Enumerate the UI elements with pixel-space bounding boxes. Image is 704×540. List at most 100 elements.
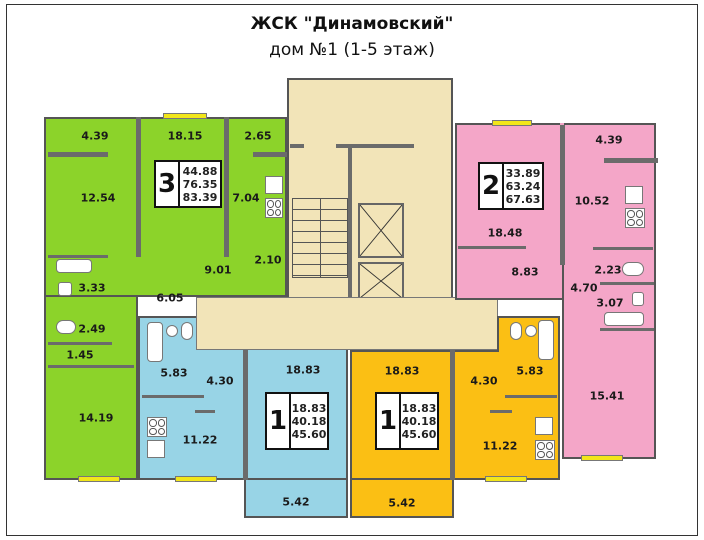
room-area-label: 11.22 bbox=[182, 433, 218, 447]
total-area: 63.24 bbox=[505, 179, 541, 193]
window bbox=[163, 113, 207, 119]
toilet-icon bbox=[510, 322, 522, 340]
living-area: 18.83 bbox=[291, 401, 327, 415]
rooms-count: 1 bbox=[377, 394, 401, 448]
wall bbox=[48, 365, 134, 368]
stove-icon bbox=[147, 417, 167, 437]
wall bbox=[48, 152, 108, 157]
wall bbox=[243, 350, 248, 480]
room-area-label: 10.52 bbox=[574, 194, 610, 208]
toilet-icon bbox=[56, 320, 76, 334]
room-area-label: 2.49 bbox=[78, 322, 106, 336]
stove-icon bbox=[265, 198, 283, 218]
living-area: 44.88 bbox=[182, 164, 218, 178]
wall bbox=[560, 125, 565, 265]
stairwell-wall bbox=[290, 144, 304, 148]
rooms-count: 2 bbox=[480, 164, 504, 208]
room-area-label: 4.39 bbox=[595, 133, 623, 147]
bathtub-icon bbox=[147, 322, 163, 362]
rooms-count: 1 bbox=[267, 394, 291, 448]
plan-title: ЖСК "Динамовский" bbox=[250, 14, 454, 34]
room-area-label: 18.83 bbox=[285, 363, 321, 377]
apartment-1-right-summary: 1 18.83 40.18 45.60 bbox=[375, 392, 439, 450]
bathtub-icon bbox=[56, 259, 92, 273]
room-area-label: 1.45 bbox=[66, 348, 94, 362]
window bbox=[78, 476, 120, 482]
sink-icon bbox=[625, 186, 643, 204]
wall bbox=[48, 255, 108, 258]
wall bbox=[253, 152, 287, 157]
window bbox=[175, 476, 217, 482]
room-area-label: 4.30 bbox=[206, 374, 234, 388]
room-area-label: 18.83 bbox=[384, 364, 420, 378]
window bbox=[492, 120, 532, 126]
stove-icon bbox=[625, 208, 645, 228]
area-with-balcony: 67.63 bbox=[505, 192, 541, 206]
total-area: 40.18 bbox=[291, 414, 327, 428]
wall bbox=[450, 350, 455, 480]
elevator-small-icon bbox=[358, 262, 404, 300]
bathtub-icon bbox=[538, 320, 554, 360]
room-area-label: 4.30 bbox=[470, 374, 498, 388]
room-area-label: 18.15 bbox=[167, 129, 203, 143]
toilet-icon bbox=[181, 322, 193, 340]
room-area-label: 4.39 bbox=[81, 129, 109, 143]
apartment-1-left-summary: 1 18.83 40.18 45.60 bbox=[265, 392, 329, 450]
living-area: 33.89 bbox=[505, 166, 541, 180]
staircase-icon bbox=[292, 198, 348, 278]
plan-subtitle: дом №1 (1-5 этаж) bbox=[269, 40, 435, 60]
living-area: 18.83 bbox=[401, 401, 437, 415]
total-area: 40.18 bbox=[401, 414, 437, 428]
wall bbox=[505, 395, 557, 398]
room-area-label: 2.65 bbox=[244, 129, 272, 143]
room-area-label: 15.41 bbox=[589, 389, 625, 403]
window bbox=[485, 476, 527, 482]
room-area-label: 5.83 bbox=[160, 366, 188, 380]
washbasin-icon bbox=[166, 325, 178, 337]
room-area-label: 12.54 bbox=[80, 191, 116, 205]
apartment-2-room bbox=[455, 123, 567, 300]
area-with-balcony: 45.60 bbox=[401, 427, 437, 441]
room-area-label: 4.70 bbox=[570, 281, 598, 295]
washbasin-icon bbox=[525, 325, 537, 337]
washbasin-icon bbox=[58, 282, 72, 296]
apartment-3-room-lower bbox=[44, 297, 138, 480]
wall bbox=[600, 328, 654, 331]
room-area-label: 7.04 bbox=[232, 191, 260, 205]
wall bbox=[458, 246, 526, 249]
room-area-label: 5.42 bbox=[388, 496, 416, 510]
apartment-3-room bbox=[44, 117, 287, 297]
washbasin-icon bbox=[632, 292, 644, 306]
room-area-label: 9.01 bbox=[204, 263, 232, 277]
room-area-label: 5.83 bbox=[516, 364, 544, 378]
wall bbox=[195, 410, 215, 413]
room-area-label: 3.33 bbox=[78, 281, 106, 295]
room-area-label: 11.22 bbox=[482, 439, 518, 453]
room-area-label: 8.83 bbox=[511, 265, 539, 279]
room-area-label: 2.10 bbox=[254, 253, 282, 267]
wall bbox=[48, 342, 112, 345]
sink-icon bbox=[147, 440, 165, 458]
wall bbox=[490, 410, 512, 413]
room-area-label: 3.07 bbox=[596, 296, 624, 310]
apartment-1-room-left-balcony bbox=[244, 480, 348, 518]
apartment-2-room-right bbox=[562, 123, 656, 459]
apartment-1-room-right-balcony bbox=[350, 480, 454, 518]
stove-icon bbox=[535, 440, 555, 460]
stairwell-wall bbox=[336, 144, 414, 148]
wall bbox=[604, 158, 658, 163]
room-area-label: 5.42 bbox=[282, 495, 310, 509]
window bbox=[581, 455, 623, 461]
wall bbox=[593, 247, 653, 250]
area-with-balcony: 83.39 bbox=[182, 190, 218, 204]
room-area-label: 14.19 bbox=[78, 411, 114, 425]
area-with-balcony: 45.60 bbox=[291, 427, 327, 441]
stairwell-wall bbox=[348, 148, 352, 298]
total-area: 76.35 bbox=[182, 177, 218, 191]
wall bbox=[600, 282, 654, 285]
room-area-label: 18.48 bbox=[487, 226, 523, 240]
wall bbox=[142, 395, 204, 398]
room-area-label: 6.05 bbox=[156, 291, 184, 305]
apartment-2-summary: 2 33.89 63.24 67.63 bbox=[478, 162, 544, 210]
rooms-count: 3 bbox=[156, 162, 180, 206]
